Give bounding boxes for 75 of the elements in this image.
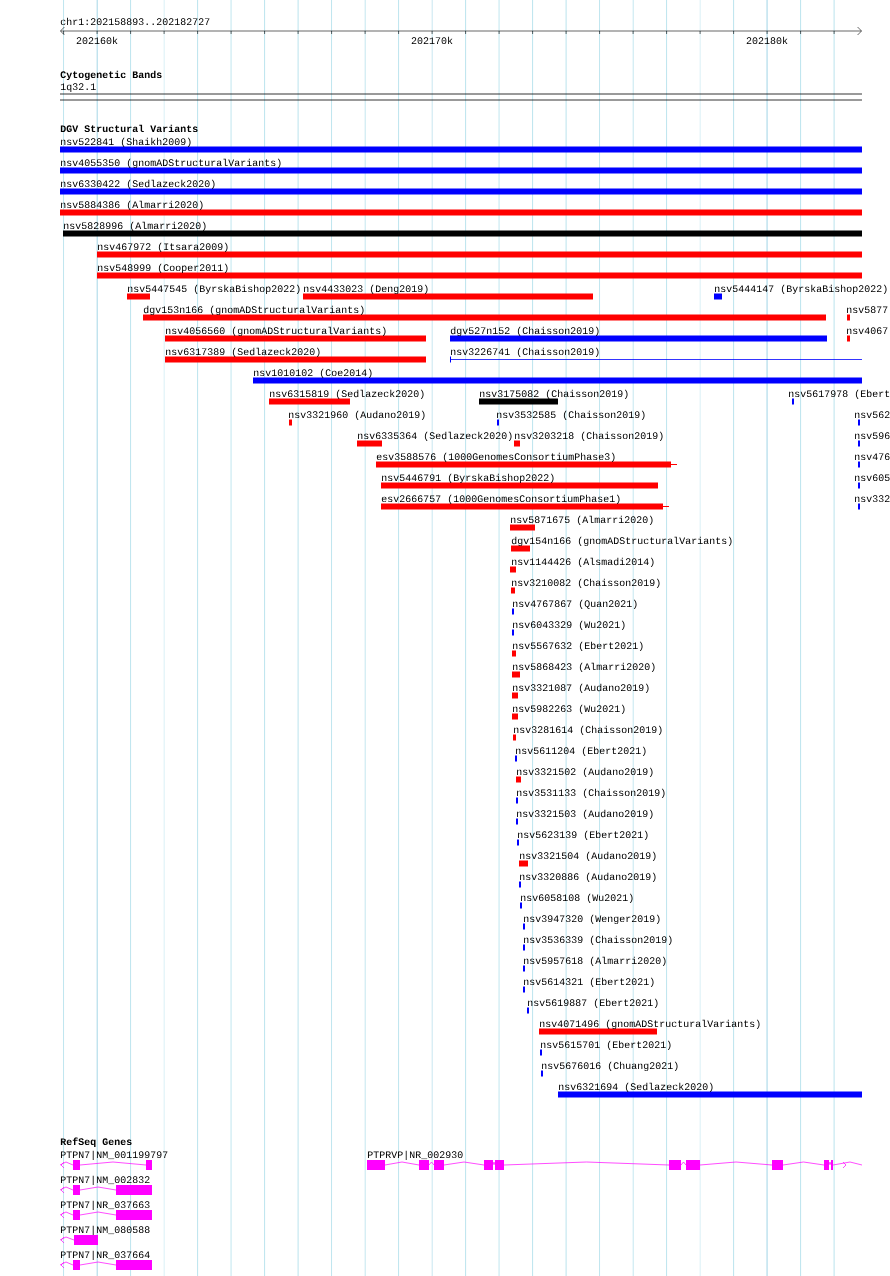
variant-label: nsv5868423 (Almarri2020) xyxy=(513,662,655,673)
variant-label: dgv527n152 (Chaisson2019) xyxy=(450,326,599,337)
variant-label: nsv5884386 (Almarri2020) xyxy=(61,200,203,211)
gene-label: PTPN7|NR_037663 xyxy=(61,1200,150,1211)
variant-label: nsv1010102 (Coe2014) xyxy=(254,368,372,379)
variant-label: nsv5623139 (Ebert2021) xyxy=(518,830,648,841)
variant-label: nsv6058108 (Wu2021) xyxy=(521,893,633,904)
variant-label: nsv605 xyxy=(855,474,890,482)
track-heading: Cytogenetic Bands xyxy=(60,70,162,81)
variant-label: nsv5447545 (ByrskaBishop2022) xyxy=(128,284,300,295)
variant-label: nsv6043329 (Wu2021) xyxy=(513,620,625,631)
variant-label: nsv3532585 (Chaisson2019) xyxy=(497,410,645,421)
variant-label: nsv522841 (Shaikh2009) xyxy=(61,137,191,148)
gene-label: PTPN7|NM_080588 xyxy=(61,1225,150,1236)
variant-label: nsv3321504 (Audano2019) xyxy=(520,851,656,862)
variant-label: nsv5444147 (ByrskaBishop2022) xyxy=(715,284,887,295)
variant-label: nsv3320886 (Audano2019) xyxy=(520,872,656,883)
gene-label: PTPN7|NM_001199797 xyxy=(61,1150,168,1161)
variant-label: nsv6330422 (Sedlazeck2020) xyxy=(61,179,215,190)
variant-label: esv3588576 (1000GenomesConsortiumPhase3) xyxy=(376,452,615,463)
variant-label: nsv5982263 (Wu2021) xyxy=(513,704,625,715)
variant-label: nsv3536339 (Chaisson2019) xyxy=(524,935,672,946)
scale-label: 202180k xyxy=(746,36,788,45)
variant-label: nsv3175082 (Chaisson2019) xyxy=(480,389,628,400)
variant-label: nsv548999 (Cooper2011) xyxy=(98,263,228,274)
variant-label: nsv596 xyxy=(855,432,890,440)
variant-label: nsv4071496 (gnomADStructuralVariants) xyxy=(540,1019,760,1030)
variant-label: nsv4433023 (Deng2019) xyxy=(304,284,428,295)
variant-label: nsv6315819 (Sedlazeck2020) xyxy=(270,389,424,400)
variant-label: nsv3281614 (Chaisson2019) xyxy=(514,725,662,736)
variant-label: nsv5676016 (Chuang2021) xyxy=(542,1061,678,1072)
variant-label: nsv3210082 (Chaisson2019) xyxy=(512,578,660,589)
variant-label: nsv4056560 (gnomADStructuralVariants) xyxy=(166,326,386,337)
variant-label: nsv3321087 (Audano2019) xyxy=(513,683,649,694)
variant-label: nsv3203218 (Chaisson2019) xyxy=(515,431,663,442)
position-label: chr1:202158893..202182727 xyxy=(60,17,210,26)
variant-label: nsv5617978 (Ebert xyxy=(789,389,890,400)
track-heading: RefSeq Genes xyxy=(60,1137,132,1148)
variant-label: dgv154n166 (gnomADStructuralVariants) xyxy=(511,536,732,547)
variant-label: nsv467972 (Itsara2009) xyxy=(98,242,228,253)
variant-label: nsv3321960 (Audano2019) xyxy=(289,410,425,421)
variant-label: nsv4767867 (Quan2021) xyxy=(513,599,637,610)
variant-label: nsv5828996 (Almarri2020) xyxy=(64,221,206,232)
scale-label: 202160k xyxy=(76,36,118,45)
band-label: 1q32.1 xyxy=(60,83,96,93)
variant-label: nsv5877 xyxy=(847,306,888,314)
variant-label: dgv153n166 (gnomADStructuralVariants) xyxy=(143,305,364,316)
variant-label: esv2666757 (1000GenomesConsortiumPhase1) xyxy=(381,494,620,505)
variant-label: nsv5871675 (Almarri2020) xyxy=(511,515,653,526)
gene-label: PTPN7|NR_037664 xyxy=(61,1250,150,1261)
variant-label: nsv6317389 (Sedlazeck2020) xyxy=(166,347,320,358)
scale-label: 202170k xyxy=(411,36,453,45)
variant-label: nsv5615701 (Ebert2021) xyxy=(541,1040,671,1051)
variant-label: nsv3947320 (Wenger2019) xyxy=(524,914,660,925)
variant-label: nsv5446791 (ByrskaBishop2022) xyxy=(382,473,554,484)
variant-label: nsv6321694 (Sedlazeck2020) xyxy=(559,1082,713,1093)
gene-label: PTPN7|NM_002832 xyxy=(61,1175,150,1186)
variant-label: nsv476 xyxy=(855,453,890,461)
variant-label: nsv332 xyxy=(855,495,890,503)
variant-label: nsv4067 xyxy=(847,327,888,335)
variant-label: nsv3321503 (Audano2019) xyxy=(517,809,653,820)
gene-label: PTPRVP|NR_002930 xyxy=(368,1150,463,1161)
variant-label: nsv5567632 (Ebert2021) xyxy=(513,641,643,652)
variant-label: nsv5619887 (Ebert2021) xyxy=(528,998,658,1009)
variant-label: nsv5614321 (Ebert2021) xyxy=(524,977,654,988)
variant-label: nsv3531133 (Chaisson2019) xyxy=(517,788,665,799)
variant-label: nsv5957618 (Almarri2020) xyxy=(524,956,666,967)
variant-label: nsv4055350 (gnomADStructuralVariants) xyxy=(61,158,281,169)
variant-label: nsv3321502 (Audano2019) xyxy=(517,767,653,778)
variant-label: nsv1144426 (Alsmadi2014) xyxy=(512,557,654,568)
variant-label: nsv3226741 (Chaisson2019) xyxy=(451,347,599,358)
track-heading: DGV Structural Variants xyxy=(60,124,198,133)
variant-label: nsv5611204 (Ebert2021) xyxy=(516,746,646,757)
variant-label: nsv6335364 (Sedlazeck2020) xyxy=(358,431,512,442)
variant-label: nsv562 xyxy=(855,411,890,419)
